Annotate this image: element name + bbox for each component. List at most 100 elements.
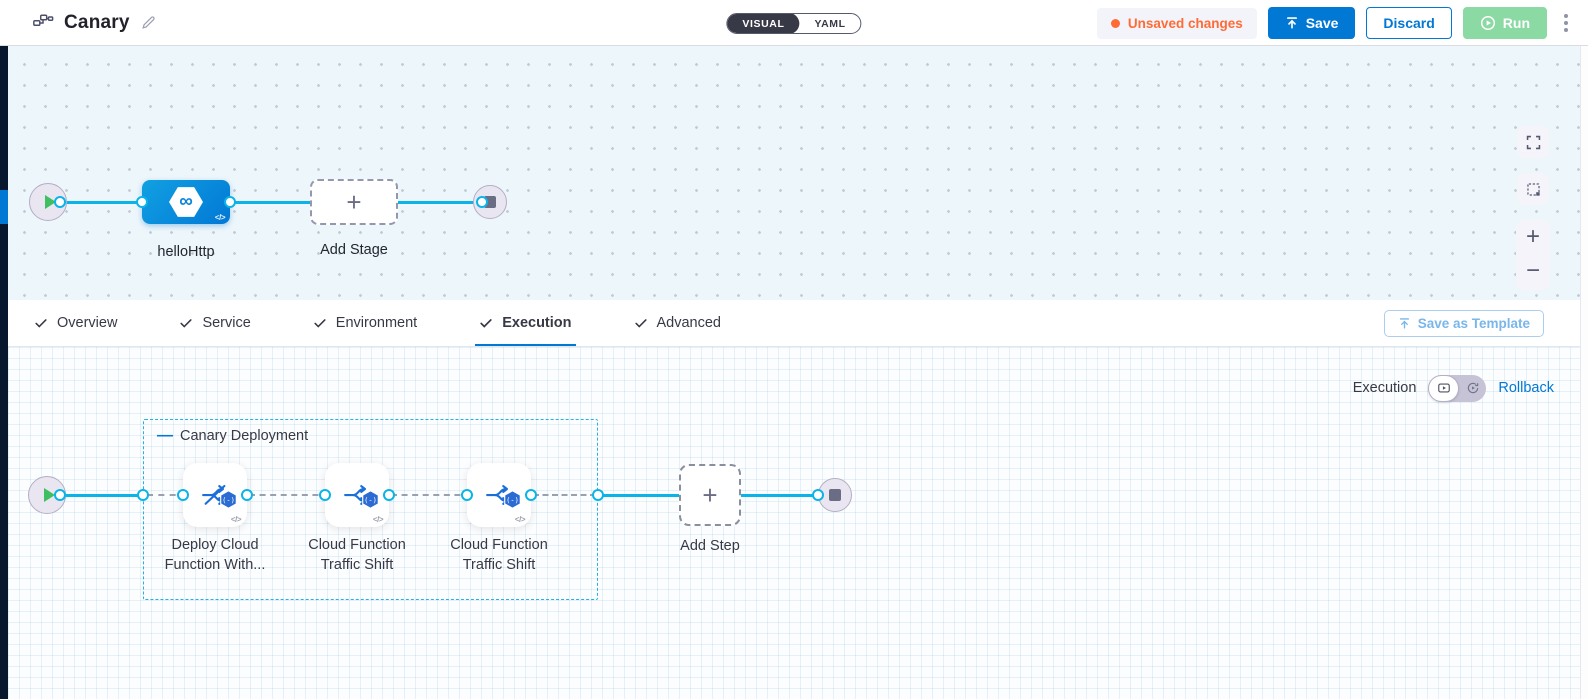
- execution-mode-label: Execution: [1352, 380, 1417, 396]
- add-step-button[interactable]: +: [679, 464, 741, 526]
- step1-in-port: [177, 489, 189, 501]
- stop-square-icon: [829, 489, 841, 501]
- run-label: Run: [1502, 15, 1530, 31]
- add-stage-label: Add Stage: [320, 242, 388, 258]
- step-code-icon: </>: [230, 515, 242, 524]
- group-title-label: Canary Deployment: [180, 428, 309, 444]
- start-out-port: [54, 196, 66, 208]
- save-as-template-button[interactable]: Save as Template: [1383, 310, 1544, 337]
- unsaved-dot-icon: [1110, 18, 1120, 28]
- step3-out-port: [525, 489, 537, 501]
- tab-label: Execution: [502, 315, 572, 331]
- cloud-functions-logo-icon: (-): [219, 490, 238, 514]
- upload-arrow-icon: [1285, 16, 1299, 30]
- traffic-shift-icon: [486, 485, 509, 505]
- stage-out-port: [224, 196, 236, 208]
- check-icon: [314, 319, 326, 328]
- wire-stage-to-addstage: [230, 200, 310, 204]
- svg-text:(-): (-): [506, 495, 519, 504]
- zoom-controls: + −: [1516, 220, 1550, 290]
- add-step-label: Add Step: [680, 538, 740, 554]
- template-upload-icon: [1399, 318, 1409, 329]
- check-icon: [180, 319, 193, 328]
- fullscreen-icon: [1526, 135, 1540, 149]
- right-panel-edge: [1580, 46, 1588, 699]
- execution-mode-row: Execution Rollback: [1353, 373, 1554, 403]
- collapse-group-icon[interactable]: —: [157, 427, 173, 444]
- step-deploy-cloud-function[interactable]: (-) </>: [183, 463, 247, 527]
- start-play-icon: [43, 488, 55, 502]
- stage-node-hellohttp[interactable]: ∞ </>: [142, 180, 230, 224]
- svg-text:(-): (-): [364, 495, 377, 504]
- step-traffic-shift-2[interactable]: (-) </>: [467, 463, 531, 527]
- check-icon: [480, 319, 492, 328]
- tab-advanced[interactable]: Advanced: [634, 300, 722, 346]
- tab-overview[interactable]: Overview: [34, 300, 117, 346]
- edit-pipeline-name-icon[interactable]: [140, 14, 157, 31]
- plus-icon: +: [702, 480, 718, 510]
- save-as-template-label: Save as Template: [1417, 316, 1530, 331]
- cloud-functions-logo-icon: (-): [503, 490, 522, 514]
- stage-in-port: [136, 196, 148, 208]
- rollback-mode-icon[interactable]: [1459, 381, 1486, 395]
- end-in-port: [812, 489, 824, 501]
- tab-label: Advanced: [656, 315, 722, 331]
- step-code-icon: </>: [372, 515, 384, 524]
- step-traffic-shift-1[interactable]: (-) </>: [325, 463, 389, 527]
- step-group-canary-deployment[interactable]: [143, 419, 598, 600]
- stage-label: helloHttp: [157, 244, 215, 260]
- svg-text:(-): (-): [222, 495, 235, 504]
- more-options-icon[interactable]: [1558, 10, 1574, 36]
- execution-graph-canvas[interactable]: Execution Rollback — Canary: [8, 347, 1580, 699]
- step3-in-port: [461, 489, 473, 501]
- check-icon: [35, 319, 47, 328]
- left-rail-accent: [0, 190, 8, 224]
- plus-icon: +: [346, 187, 362, 217]
- fullscreen-button[interactable]: [1517, 126, 1549, 158]
- wire-start-to-group: [60, 493, 144, 497]
- check-icon: [634, 319, 647, 328]
- page-title: Canary: [64, 11, 130, 33]
- execution-mode-icon[interactable]: [1428, 374, 1460, 402]
- add-stage-button[interactable]: +: [310, 179, 398, 225]
- select-mode-button[interactable]: [1517, 173, 1549, 205]
- zoom-out-button[interactable]: −: [1525, 257, 1540, 284]
- tab-service[interactable]: Service: [179, 300, 251, 346]
- dashed-wire-1: [147, 494, 187, 496]
- zoom-in-button[interactable]: +: [1525, 223, 1540, 250]
- pipeline-icon: [32, 12, 54, 34]
- save-button[interactable]: Save: [1267, 7, 1356, 39]
- save-label: Save: [1305, 15, 1339, 31]
- dashed-wire-4: [533, 494, 596, 496]
- step2-in-port: [319, 489, 331, 501]
- tab-execution[interactable]: Execution: [475, 300, 576, 346]
- discard-label: Discard: [1383, 15, 1435, 31]
- run-button[interactable]: Run: [1462, 7, 1547, 39]
- step2-out-port: [383, 489, 395, 501]
- execution-rollback-switch[interactable]: [1428, 374, 1487, 402]
- step-code-icon: </>: [514, 515, 526, 524]
- header: Canary VISUAL YAML Unsaved changes: [0, 0, 1588, 46]
- stage-graph-canvas[interactable]: ∞ </> + helloHttp Add Stage: [8, 46, 1580, 300]
- discard-button[interactable]: Discard: [1366, 7, 1452, 39]
- stage-tabs: Overview Service Environment Execution A…: [34, 300, 721, 346]
- end-in-port: [476, 196, 488, 208]
- tab-environment[interactable]: Environment: [313, 300, 417, 346]
- dashed-wire-2: [249, 494, 329, 496]
- group-out-port: [592, 489, 604, 501]
- start-out-port: [54, 489, 66, 501]
- unsaved-changes-badge[interactable]: Unsaved changes: [1096, 7, 1257, 39]
- wire-start-to-stage: [60, 200, 144, 204]
- start-play-icon: [44, 195, 56, 209]
- left-nav-rail[interactable]: [0, 46, 8, 699]
- pipeline-title-group: Canary: [32, 12, 157, 34]
- visual-tab[interactable]: VISUAL: [727, 14, 800, 33]
- tab-label: Service: [202, 315, 251, 331]
- tab-label: Overview: [57, 315, 118, 331]
- marquee-select-icon: [1526, 182, 1540, 196]
- header-actions: Unsaved changes Save Discard: [1096, 0, 1574, 46]
- rollback-link[interactable]: Rollback: [1498, 380, 1554, 396]
- yaml-tab[interactable]: YAML: [814, 17, 846, 30]
